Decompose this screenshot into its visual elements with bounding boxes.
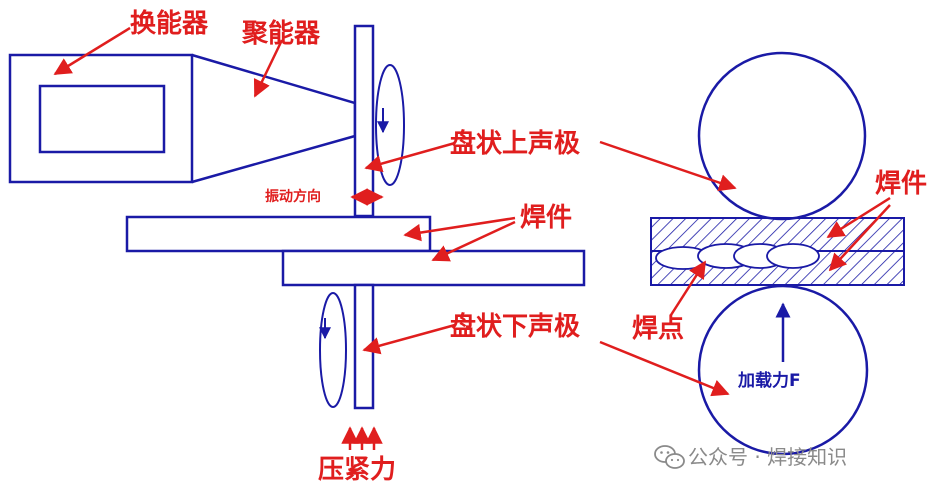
leader-workpiece-right-b bbox=[828, 204, 891, 272]
transducer-body bbox=[8, 53, 194, 184]
label-workpiece-right: 焊件 bbox=[875, 169, 927, 199]
leader-weld-spot bbox=[669, 260, 707, 316]
booster-cone bbox=[191, 53, 357, 184]
label-upper-disk-horn: 盘状上声极 bbox=[450, 128, 581, 159]
lower-disk-horn bbox=[353, 283, 375, 410]
label-weld-spot: 焊点 bbox=[632, 313, 684, 344]
pressing-force-arrows bbox=[341, 426, 383, 450]
upper-rotation-arrow bbox=[375, 64, 405, 186]
lower-rotation-arrow bbox=[319, 292, 347, 408]
leader-lower-horn bbox=[362, 323, 456, 355]
leader-workpiece-right-a bbox=[826, 196, 891, 239]
label-booster: 聚能器 bbox=[241, 18, 321, 49]
label-workpiece-left: 焊件 bbox=[520, 203, 572, 233]
wechat-icon bbox=[654, 445, 685, 469]
watermark-text: 公众号 · 焊接知识 bbox=[688, 445, 847, 469]
leader-upper-horn bbox=[364, 141, 456, 173]
weld-nuggets bbox=[655, 243, 820, 270]
upper-roller bbox=[697, 51, 867, 221]
upper-disk-horn bbox=[353, 24, 375, 218]
leader-workpiece-lower bbox=[431, 220, 516, 262]
leader-arrows bbox=[53, 26, 891, 397]
leader-transducer bbox=[53, 26, 131, 76]
workpiece-lower-sheet bbox=[281, 249, 586, 287]
workpiece-upper-sheet bbox=[125, 215, 432, 253]
label-pressing-force: 压紧力 bbox=[318, 455, 396, 485]
label-transducer: 换能器 bbox=[130, 8, 209, 39]
watermark: 公众号 · 焊接知识 bbox=[654, 445, 847, 469]
label-lower-disk-horn: 盘状下声极 bbox=[450, 311, 581, 342]
label-load-force: 加载力F bbox=[737, 370, 801, 391]
leader-workpiece-upper bbox=[403, 216, 516, 242]
transducer bbox=[8, 53, 194, 184]
transducer-window bbox=[38, 84, 166, 154]
leader-lower-horn-right bbox=[599, 340, 730, 397]
label-vibration-direction: 振动方向 bbox=[265, 188, 321, 205]
leader-booster bbox=[253, 39, 284, 98]
leader-upper-horn-right bbox=[599, 140, 737, 192]
